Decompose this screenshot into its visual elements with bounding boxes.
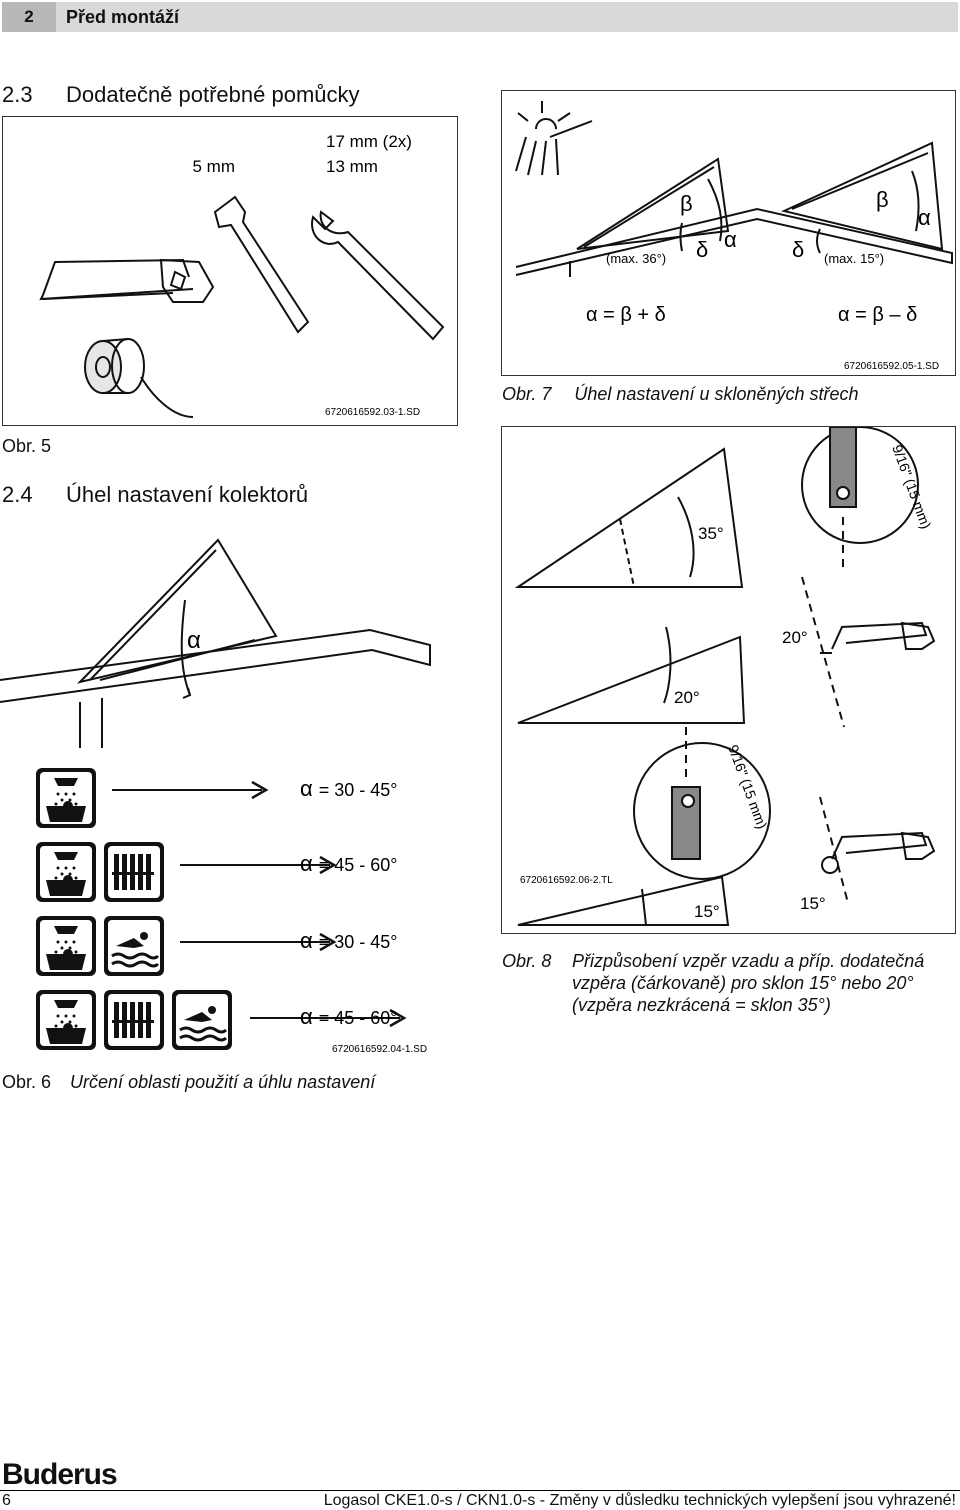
beta-left: β <box>680 191 693 216</box>
arrow-icon <box>110 780 268 800</box>
shower-icon <box>36 916 96 976</box>
caption-number: Obr. 8 <box>502 951 552 971</box>
dim-label-top: 9/16" (15 mm) <box>889 443 934 531</box>
shower-icon <box>36 842 96 902</box>
caption-line-1: Přizpůsobení vzpěr vzadu a příp. dodateč… <box>572 951 925 971</box>
alpha-symbol: α <box>187 627 201 654</box>
caption-number: Obr. 7 <box>502 384 552 404</box>
delta-right: δ <box>792 237 804 262</box>
shower-icon <box>36 768 96 828</box>
caption-line-2: vzpěra (čárkovaně) pro sklon 15° nebo 20… <box>572 973 914 993</box>
radiator-icon <box>104 990 164 1050</box>
row-2-eq: α= 45 - 60° <box>300 851 397 876</box>
shower-icon <box>36 990 96 1050</box>
figure-8-strut-adjustment: 35° 20° 20° 15° 15° 9/16" (15 mm) 9/16" … <box>501 426 956 934</box>
figure-8-caption: Obr. 8 Přizpůsobení vzpěr vzadu a příp. … <box>502 950 924 1015</box>
wrench-icon <box>311 210 445 341</box>
label-13mm: 13 mm <box>326 157 378 176</box>
pool-icon <box>170 988 234 1052</box>
max-36: (max. 36°) <box>606 251 666 266</box>
angle-20-left: 20° <box>674 688 700 707</box>
section-title: Úhel nastavení kolektorů <box>66 482 309 507</box>
angle-35: 35° <box>698 524 724 543</box>
max-15: (max. 15°) <box>824 251 884 266</box>
row-3 <box>36 914 336 978</box>
fig7-code: 6720616592.05-1.SD <box>844 361 939 372</box>
angle-15-right: 15° <box>800 894 826 913</box>
chapter-title: Před montáží <box>66 7 180 27</box>
figure-5-caption: Obr. 5 <box>2 436 52 456</box>
angle-15-left: 15° <box>694 902 720 921</box>
section-title: Dodatečně potřebné pomůcky <box>66 82 360 107</box>
wire-spool-icon <box>84 338 194 418</box>
collector-angle-diagram: α <box>0 538 431 748</box>
row-4-eq: α= 45 - 60° <box>300 1004 397 1029</box>
figure-7-caption: Obr. 7 Úhel nastavení u skloněných střec… <box>502 384 859 405</box>
fig8-code: 6720616592.06-2.TL <box>520 875 613 886</box>
radiator-icon <box>104 842 164 902</box>
delta-left: δ <box>696 237 708 262</box>
brand-logo: Buderus <box>2 1458 118 1491</box>
formula-right: α = β – δ <box>838 304 917 326</box>
row-1-eq: α= 30 - 45° <box>300 776 397 801</box>
pool-icon <box>102 914 166 978</box>
saw-icon <box>831 621 936 650</box>
fig6-code: 6720616592.04-1.SD <box>332 1044 427 1055</box>
row-3-eq: α= 30 - 45° <box>300 928 397 953</box>
footer-text: Logasol CKE1.0-s / CKN1.0-s - Změny v dů… <box>323 1492 956 1509</box>
dim-label-bottom: 9/16" (15 mm) <box>725 743 770 831</box>
caption-text: Úhel nastavení u skloněných střech <box>574 384 859 404</box>
footer-rule <box>0 1490 960 1491</box>
caption-line-3: (vzpěra nezkrácená = sklon 35°) <box>572 995 831 1015</box>
figure-5-tools: 5 mm 17 mm (2x) 13 mm 6720616592.03-1.SD <box>2 116 458 426</box>
fig5-code: 6720616592.03-1.SD <box>325 407 420 418</box>
header-bar <box>2 2 958 32</box>
alpha-right: α <box>918 205 931 230</box>
chapter-number: 2 <box>2 2 56 32</box>
section-number: 2.3 <box>2 82 33 107</box>
beta-right: β <box>876 187 889 212</box>
figure-7-sloped-roofs: β β δ δ α α (max. 36°) (max. 15°) α = β … <box>501 90 956 376</box>
caption-text: Určení oblasti použití a úhlu nastavení <box>70 1072 376 1092</box>
row-2 <box>36 842 336 902</box>
angle-20-right: 20° <box>782 628 808 647</box>
sun-icon <box>515 101 593 176</box>
tools-illustration: 5 mm 17 mm (2x) 13 mm 6720616592.03-1.SD <box>39 132 445 418</box>
label-5mm: 5 mm <box>193 157 236 176</box>
caption-number: Obr. 6 <box>2 1072 52 1092</box>
saw-icon <box>831 831 936 860</box>
section-number: 2.4 <box>2 482 33 507</box>
allen-key-icon <box>213 195 310 334</box>
row-1 <box>36 768 268 828</box>
usage-rows: α= 30 - 45° α= 45 - 60° α= 30 - 45° α= 4… <box>0 760 470 1060</box>
label-17mm: 17 mm (2x) <box>326 132 412 151</box>
formula-left: α = β + δ <box>586 304 666 326</box>
hacksaw-icon <box>39 258 215 303</box>
page-number: 6 <box>2 1492 11 1509</box>
figure-6-caption: Obr. 6 Určení oblasti použití a úhlu nas… <box>2 1072 375 1093</box>
alpha-left: α <box>724 227 737 252</box>
